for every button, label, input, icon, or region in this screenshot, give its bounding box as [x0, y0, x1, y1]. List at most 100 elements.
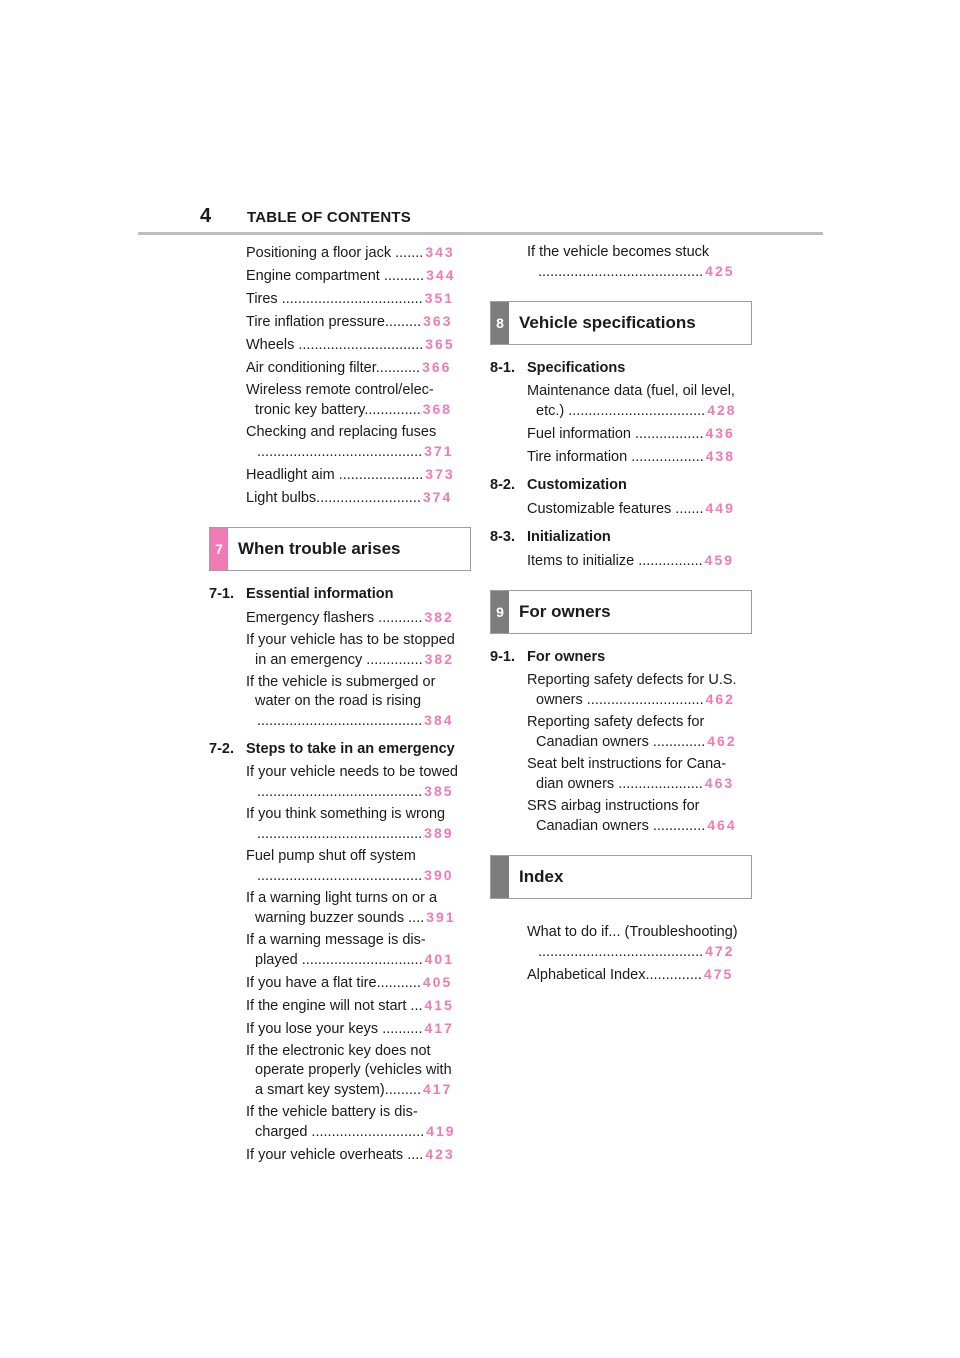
toc-page-link[interactable]: 366	[422, 358, 452, 375]
toc-entry[interactable]: If your vehicle overheats ....423	[209, 1143, 471, 1166]
toc-entry-line: dian owners .....................463	[527, 774, 752, 794]
toc-page-link[interactable]: 384	[424, 711, 454, 728]
toc-entry[interactable]: What to do if... (Troubleshooting)......…	[490, 921, 752, 963]
subsection-number: 7-1.	[209, 586, 234, 602]
toc-page-link[interactable]: 351	[424, 289, 455, 306]
toc-entry[interactable]: Headlight aim .....................373	[209, 463, 471, 486]
toc-entry[interactable]: Fuel pump shut off system...............…	[209, 845, 471, 887]
toc-entry[interactable]: Light bulbs..........................374	[209, 486, 471, 509]
toc-entry-text: Alphabetical Index..............	[527, 966, 702, 983]
toc-entry[interactable]: Air conditioning filter...........366	[209, 356, 471, 379]
toc-entry-text: If you think something is wrong	[246, 805, 446, 822]
toc-entry[interactable]: Alphabetical Index..............475	[490, 963, 752, 986]
toc-entry[interactable]: Seat belt instructions for Cana-dian own…	[490, 753, 752, 795]
toc-page-link[interactable]: 405	[422, 973, 453, 990]
toc-page-link[interactable]: 464	[707, 816, 737, 833]
toc-page-link[interactable]: 428	[707, 401, 737, 418]
toc-entry-line: warning buzzer sounds ....391	[246, 908, 471, 928]
toc-page-link[interactable]: 425	[705, 262, 735, 279]
toc-page-link[interactable]: 401	[424, 950, 454, 967]
toc-page-link[interactable]: 344	[426, 266, 456, 283]
toc-entry-line: Air conditioning filter...........366	[246, 358, 471, 378]
toc-page-link[interactable]: 389	[424, 824, 454, 841]
toc-entry[interactable]: If the vehicle becomes stuck............…	[490, 241, 752, 283]
toc-page-link[interactable]: 382	[424, 608, 454, 625]
section-header-index[interactable]: Index	[490, 855, 752, 899]
subsection-title: Steps to take in an emergency	[246, 741, 455, 757]
subsection-title: Specifications	[527, 360, 626, 376]
toc-entry[interactable]: Customizable features .......449	[490, 497, 752, 520]
toc-entry[interactable]: If the engine will not start ...415	[209, 994, 471, 1017]
toc-page-link[interactable]: 463	[704, 774, 735, 791]
toc-entry[interactable]: Wireless remote control/elec-tronic key …	[209, 379, 471, 421]
toc-entry[interactable]: Engine compartment ..........344	[209, 264, 471, 287]
toc-page-link[interactable]: 373	[425, 465, 455, 482]
subsection-number: 9-1.	[490, 649, 515, 665]
toc-page-link[interactable]: 462	[707, 732, 737, 749]
toc-entry-text: Items to initialize ................	[527, 552, 703, 569]
toc-page-link[interactable]: 363	[423, 312, 453, 329]
section-header-8[interactable]: 8 Vehicle specifications	[490, 301, 752, 345]
toc-entry[interactable]: Tire inflation pressure.........363	[209, 310, 471, 333]
toc-page-link[interactable]: 436	[705, 424, 735, 441]
toc-page-link[interactable]: 417	[422, 1080, 453, 1097]
toc-page-link[interactable]: 419	[426, 1122, 456, 1139]
toc-page-link[interactable]: 423	[425, 1145, 455, 1162]
toc-page-link[interactable]: 374	[422, 488, 453, 505]
toc-entry[interactable]: Items to initialize ................459	[490, 549, 752, 572]
toc-entry-line: Tire information ..................438	[527, 447, 752, 467]
toc-page-link[interactable]: 391	[426, 908, 456, 925]
toc-entry[interactable]: If a warning message is dis-played .....…	[209, 929, 471, 971]
section-number-tab: 9	[491, 591, 509, 633]
toc-entry[interactable]: Wheels ...............................36…	[209, 333, 471, 356]
toc-entry-line: Engine compartment ..........344	[246, 266, 471, 286]
toc-entry[interactable]: If your vehicle needs to be towed.......…	[209, 761, 471, 803]
toc-entry[interactable]: Tire information ..................438	[490, 445, 752, 468]
toc-entry-text: If the engine will not start ...	[246, 997, 423, 1014]
toc-entry-text: Maintenance data (fuel, oil level,	[527, 382, 735, 399]
toc-entry-line: tronic key battery..............368	[246, 400, 471, 420]
toc-page-link[interactable]: 415	[424, 996, 454, 1013]
toc-entry[interactable]: If you lose your keys ..........417	[209, 1017, 471, 1040]
toc-page-link[interactable]: 459	[704, 551, 735, 568]
toc-entry-line: a smart key system).........417	[246, 1080, 471, 1100]
toc-entry-text: Tire inflation pressure.........	[246, 313, 422, 330]
toc-page-link[interactable]: 382	[424, 650, 454, 667]
toc-list: Maintenance data (fuel, oil level,etc.) …	[490, 380, 752, 468]
toc-entry[interactable]: Reporting safety defects for U.S.owners …	[490, 669, 752, 711]
toc-page-link[interactable]: 343	[425, 243, 455, 260]
toc-entry[interactable]: If the vehicle battery is dis-charged ..…	[209, 1101, 471, 1143]
toc-page-link[interactable]: 371	[424, 442, 454, 459]
section-header-7[interactable]: 7 When trouble arises	[209, 527, 471, 571]
toc-page-link[interactable]: 368	[422, 400, 453, 417]
toc-page-link[interactable]: 472	[705, 942, 735, 959]
toc-entry[interactable]: Checking and replacing fuses............…	[209, 421, 471, 463]
subsection-heading-8-2: 8-2.Customization	[490, 476, 752, 495]
toc-entry-line: Reporting safety defects for U.S.	[527, 671, 752, 690]
toc-entry[interactable]: Emergency flashers ...........382	[209, 606, 471, 629]
toc-entry[interactable]: If you think something is wrong.........…	[209, 803, 471, 845]
toc-entry-text: operate properly (vehicles with	[255, 1061, 452, 1078]
toc-page-link[interactable]: 385	[424, 782, 454, 799]
toc-page-link[interactable]: 390	[424, 866, 454, 883]
section-header-9[interactable]: 9 For owners	[490, 590, 752, 634]
toc-entry[interactable]: Fuel information .................436	[490, 422, 752, 445]
toc-page-link[interactable]: 438	[705, 447, 736, 464]
toc-page-link[interactable]: 462	[705, 690, 735, 707]
toc-page-link[interactable]: 449	[705, 499, 735, 516]
toc-page-link[interactable]: 417	[424, 1019, 454, 1036]
toc-page-link[interactable]: 475	[703, 965, 734, 982]
toc-entry[interactable]: Maintenance data (fuel, oil level,etc.) …	[490, 380, 752, 422]
toc-entry[interactable]: If you have a flat tire...........405	[209, 971, 471, 994]
toc-page-link[interactable]: 365	[425, 335, 455, 352]
toc-entry[interactable]: Tires ..................................…	[209, 287, 471, 310]
toc-entry[interactable]: Positioning a floor jack .......343	[209, 241, 471, 264]
